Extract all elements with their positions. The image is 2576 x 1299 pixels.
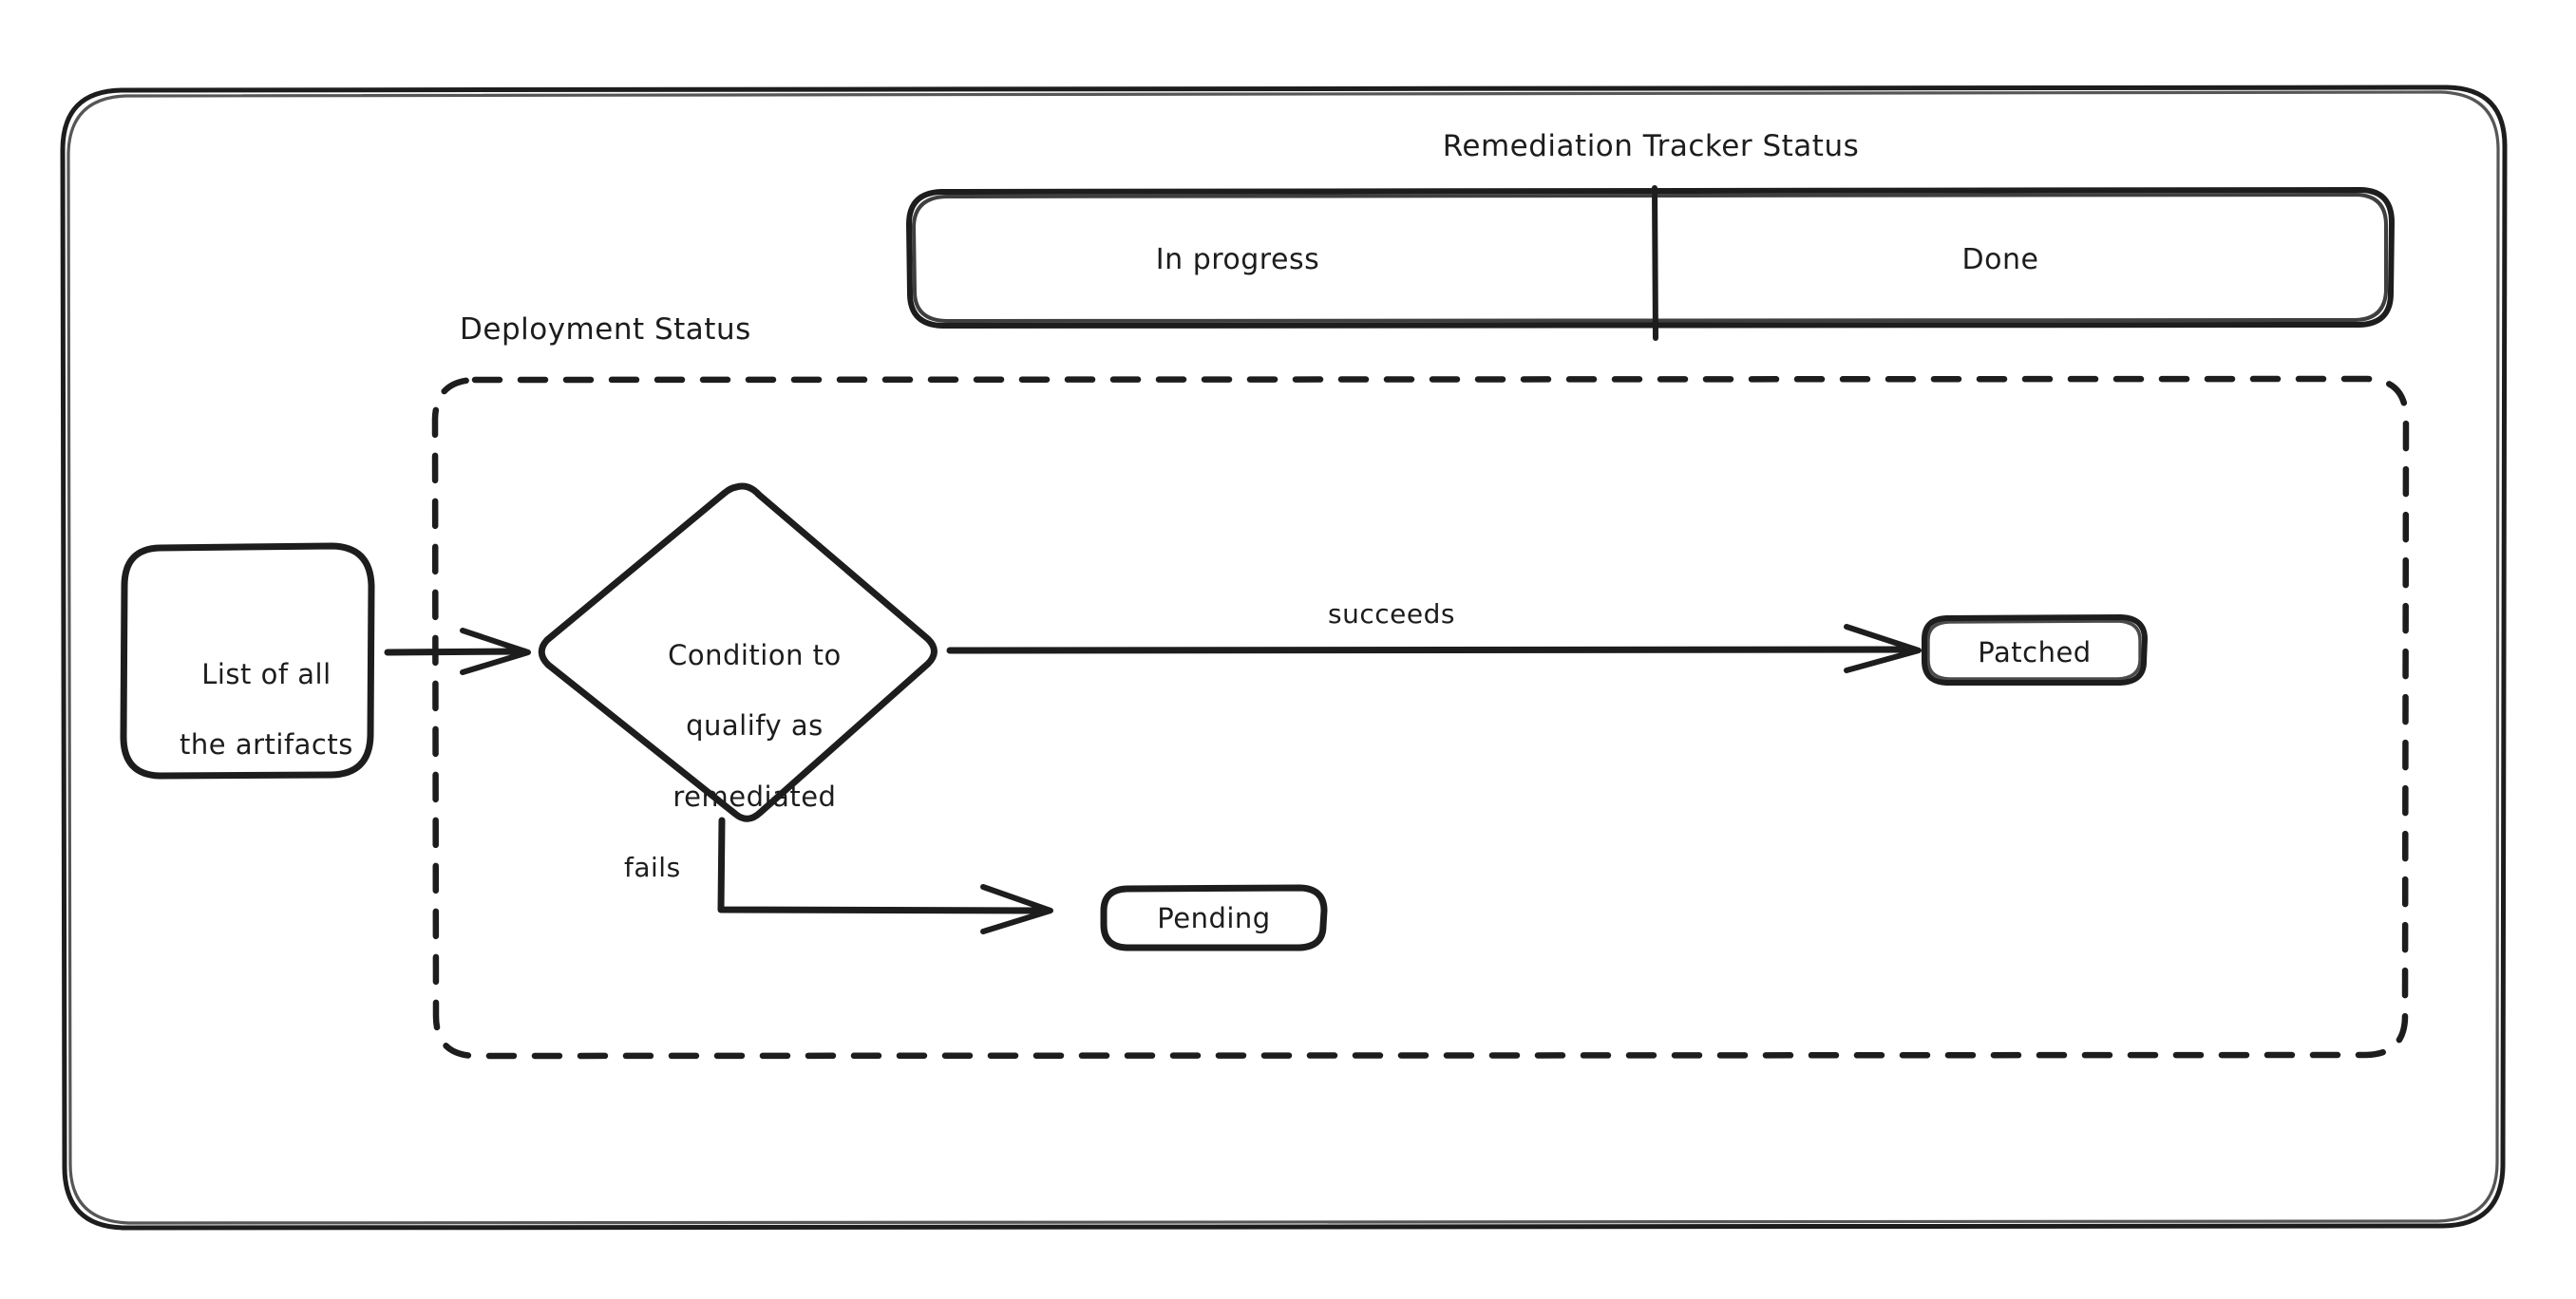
lane-label-done[interactable]: Done	[1961, 243, 2039, 276]
node-patched-label[interactable]: Patched	[1978, 636, 2092, 668]
node-condition-outline	[538, 482, 938, 822]
node-list-of-artifacts-outline	[120, 542, 375, 780]
edge-label-fails: fails	[624, 852, 681, 883]
lane-label-in-progress[interactable]: In progress	[1155, 243, 1320, 276]
node-list-of-artifacts-line-2: the artifacts	[180, 728, 353, 762]
edge-artifacts-to-condition-stroke	[384, 628, 531, 675]
diagram-title: Remediation Tracker Status	[1442, 129, 1860, 163]
edge-condition-fails-stroke	[717, 817, 1053, 934]
node-pending-label[interactable]: Pending	[1157, 902, 1271, 934]
edge-label-succeeds: succeeds	[1328, 598, 1455, 630]
tracker-bar-outline	[906, 185, 2395, 341]
node-patched-outline	[1922, 614, 2148, 686]
outer-container-outline	[60, 85, 2508, 1231]
node-pending-outline	[1100, 884, 1328, 951]
node-condition-line-2: qualify as	[686, 709, 824, 743]
node-list-of-artifacts-line-1: List of all	[201, 658, 331, 691]
node-condition-line-3: remediated	[672, 780, 837, 813]
deployment-status-group-label: Deployment Status	[460, 312, 751, 347]
node-list-of-artifacts-label: List of all the artifacts	[124, 622, 371, 799]
node-condition-label: Condition to qualify as remediated	[579, 603, 893, 850]
edge-condition-succeeds-stroke	[946, 624, 1922, 673]
node-condition-line-1: Condition to	[668, 639, 842, 672]
tracker-lane-divider	[1652, 185, 1658, 341]
deployment-group-outline	[431, 375, 2410, 1060]
